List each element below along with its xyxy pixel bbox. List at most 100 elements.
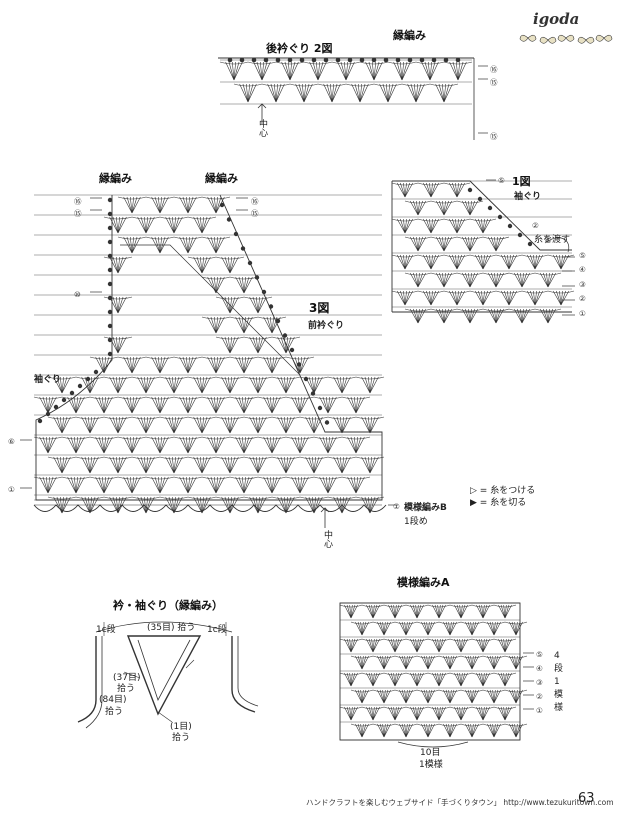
fan-stitch: [347, 396, 357, 414]
fan-stitch: [186, 436, 189, 454]
chain-arc: [355, 416, 385, 420]
border-schematic: [77, 621, 259, 729]
fan-stitch: [207, 476, 217, 494]
fan-stitch: [400, 61, 403, 81]
fan-stitch: [361, 655, 367, 670]
fan-stitch: [471, 655, 477, 670]
fan-stitch: [438, 638, 444, 653]
chain-arc: [61, 476, 91, 480]
fan-stitch: [474, 254, 484, 270]
fan-stitch: [253, 61, 263, 81]
fan-stitch: [372, 672, 378, 687]
fan-stitch: [112, 256, 119, 274]
chain-arc: [201, 356, 231, 360]
fan-stitch: [560, 290, 570, 306]
fig3-neck-edge: [120, 244, 301, 376]
fan-stitch: [533, 254, 536, 270]
fan-stitch: [404, 182, 410, 198]
fan-stitch: [285, 416, 288, 434]
chain-arc: [75, 456, 105, 460]
fan-stitch: [445, 689, 451, 704]
fig1-outline-top: [392, 180, 572, 251]
fan-stitch: [89, 416, 99, 434]
fan-stitch: [372, 706, 380, 721]
chain-arc: [355, 376, 385, 380]
fan-stitch: [445, 621, 451, 636]
patternA-row-5: ⑤: [536, 650, 543, 659]
edge-bobble: [261, 289, 267, 295]
fan-stitch: [242, 476, 245, 494]
edge-bobble: [507, 223, 513, 229]
fan-stitch: [327, 476, 330, 494]
fan-stitch: [75, 396, 82, 414]
fan-stitch: [261, 61, 268, 81]
fan-stitch: [214, 236, 217, 254]
fan-stitch: [491, 308, 497, 324]
fan-stitch: [482, 218, 485, 234]
fan-stitch: [504, 706, 512, 721]
fan-stitch: [355, 621, 363, 636]
fan-stitch: [495, 308, 498, 324]
fan-stitch: [427, 655, 435, 670]
fan-stitch: [326, 396, 329, 414]
fan-stitch: [215, 396, 225, 414]
legend-cut: ▶ = 糸を切る: [470, 495, 526, 508]
fan-stitch: [172, 456, 175, 474]
fan-stitch: [423, 655, 429, 670]
fan-stitch: [341, 456, 351, 474]
fan-stitch: [377, 723, 385, 738]
fan-stitch: [346, 638, 352, 653]
fan-stitch: [340, 376, 343, 394]
fan-stitch: [443, 200, 449, 216]
edge-bobble: [85, 376, 91, 382]
fan-stitch: [361, 416, 371, 434]
fan-stitch: [228, 416, 231, 434]
fan-stitch: [443, 236, 446, 252]
fan-stitch: [260, 61, 263, 81]
fan-stitch: [361, 723, 369, 738]
fan-stitch: [521, 272, 531, 288]
fan-stitch: [383, 655, 391, 670]
chain-arc: [117, 476, 147, 480]
fan-stitch: [187, 396, 194, 414]
chain-arc: [117, 396, 147, 400]
fan-stitch: [130, 436, 133, 454]
fan-stitch: [117, 416, 127, 434]
fan-stitch: [416, 236, 419, 252]
fan-stitch: [238, 436, 245, 454]
fig3-center-arrowhead: [320, 507, 330, 513]
fig1-row-5: ⑤: [579, 251, 586, 260]
chain-arc: [534, 272, 562, 276]
fan-stitch: [112, 376, 119, 394]
chain-arc: [215, 256, 245, 260]
fan-stitch: [229, 456, 236, 474]
fan-stitch: [454, 706, 462, 721]
fan-stitch: [117, 416, 120, 434]
fan-stitch: [461, 308, 471, 324]
fan-stitch: [242, 276, 245, 294]
fan-stitch: [417, 308, 427, 324]
fan-stitch: [67, 436, 77, 454]
fan-stitch: [215, 276, 218, 294]
fan-stitch: [284, 376, 287, 394]
fan-stitch: [117, 416, 124, 434]
fan-stitch: [243, 436, 246, 454]
fan-stitch: [387, 83, 390, 103]
fan-stitch: [404, 218, 407, 234]
fan-stitch: [257, 416, 264, 434]
fan-stitch: [515, 655, 523, 670]
fan-stitch: [88, 416, 91, 434]
fan-stitch: [117, 296, 127, 314]
fan-stitch: [224, 456, 231, 474]
fan-stitch: [521, 272, 527, 288]
fan-stitch: [372, 638, 380, 653]
fan-stitch: [327, 396, 330, 414]
fan-stitch: [186, 356, 189, 374]
fan-stitch: [410, 604, 418, 619]
edge-bobble: [467, 187, 473, 193]
fan-stitch: [495, 272, 505, 288]
fan-stitch: [295, 83, 305, 103]
fan-stitch: [430, 182, 440, 198]
fan-stitch: [285, 376, 292, 394]
fig2-center-label: 中心: [257, 119, 267, 137]
